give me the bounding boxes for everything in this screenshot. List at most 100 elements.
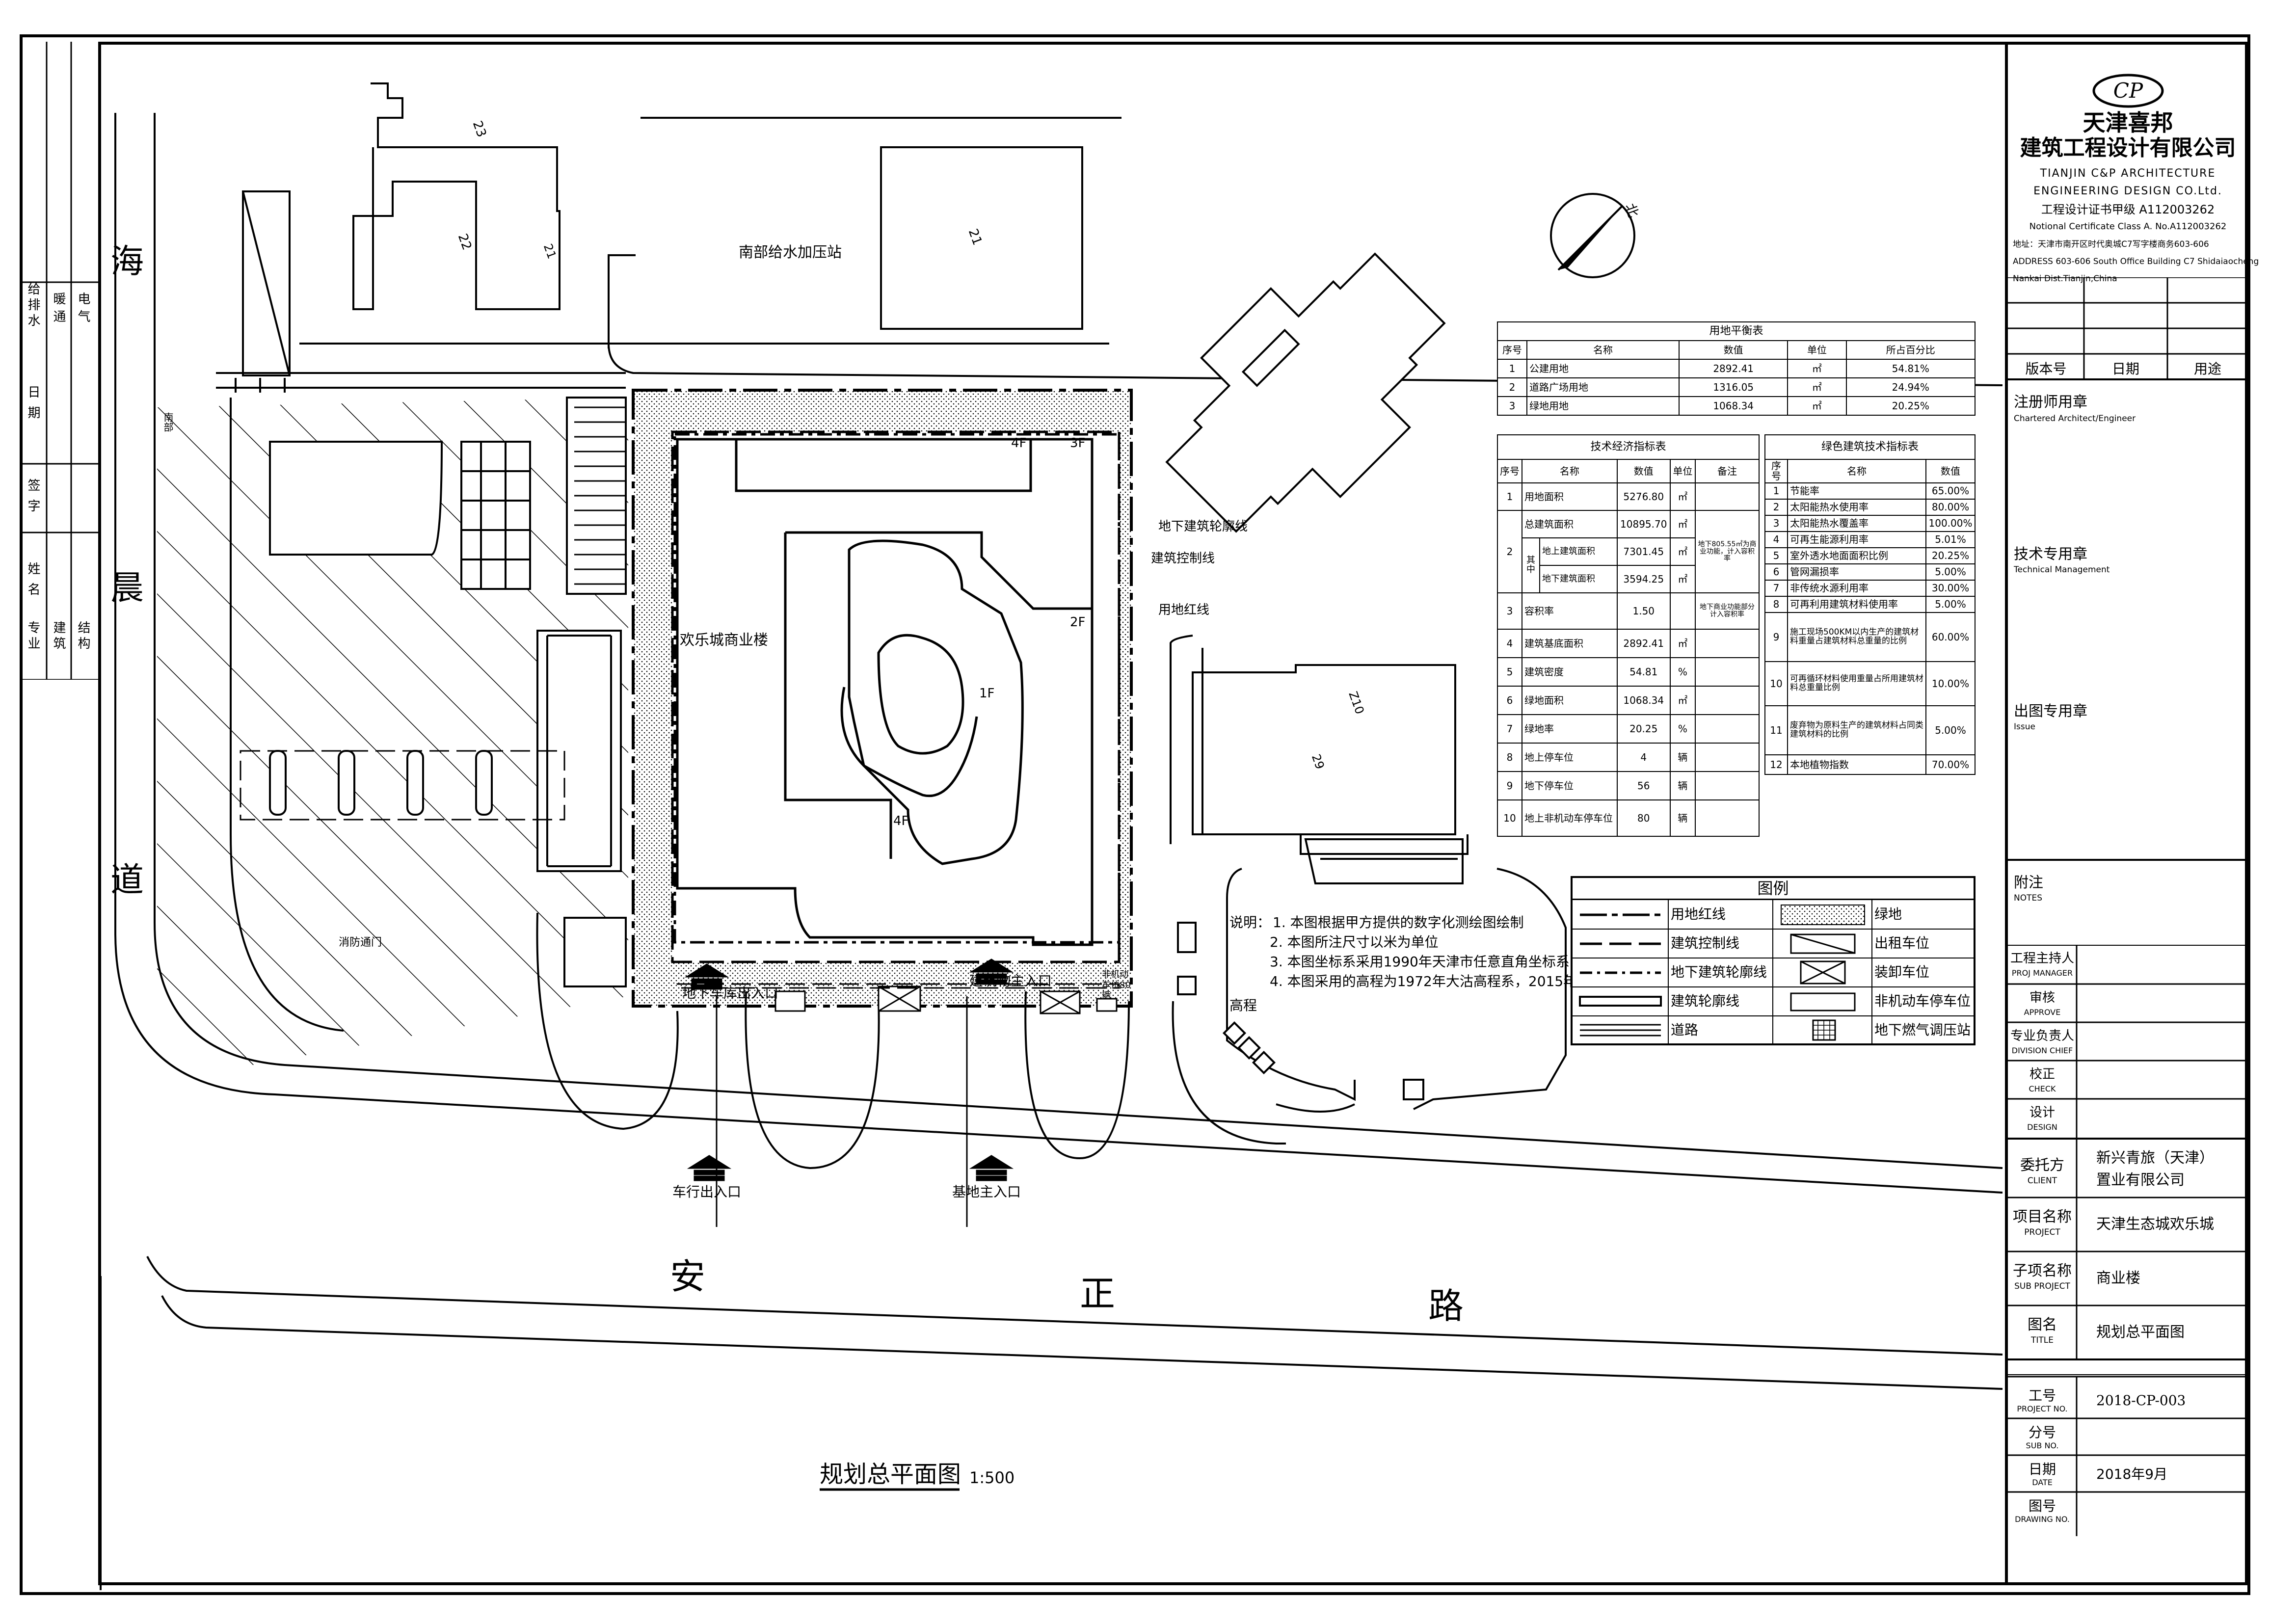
notes-cn: 附注: [2014, 874, 2043, 891]
cell: 1: [1497, 359, 1527, 378]
client-label-en: CLIENT: [2027, 1176, 2057, 1186]
road-west-char-2: 晨: [110, 569, 144, 608]
notes-cell: 附注 NOTES: [2008, 859, 2248, 944]
cell: 9: [1497, 771, 1522, 800]
cell: 1068.34: [1616, 686, 1671, 715]
cert-cn: 工程设计证书甲级 A112003262: [2041, 203, 2215, 216]
cell: 9: [1764, 612, 1788, 662]
trade-plumbing: 给排水: [26, 282, 40, 329]
stamp-area: 注册师用章 Chartered Architect/Engineer 技术专用章…: [2008, 380, 2248, 901]
stamp-technical: 技术专用章: [2014, 546, 2087, 563]
land-h-name: 名称: [1526, 340, 1680, 360]
subproject-name: 商业楼: [2096, 1270, 2140, 1287]
cell: [1695, 657, 1760, 687]
tech-h-unit: 单位: [1669, 459, 1696, 483]
cell: 2: [1497, 377, 1527, 397]
cell: 5: [1497, 657, 1522, 687]
cell: 辆: [1669, 771, 1696, 800]
cell: 废弃物为原料生产的建筑材料占同类建筑材料的比例: [1787, 705, 1926, 755]
cell: ㎡: [1787, 359, 1847, 378]
project-label: 项目名称: [2013, 1208, 2072, 1225]
legend: 图例 用地红线 建筑控制线 地下建筑轮廓线 建筑轮廓线 道路 绿地 出租车位 装…: [1571, 876, 1976, 1045]
notes-title: 说明：: [1229, 914, 1271, 931]
cell: 65.00%: [1925, 482, 1976, 500]
cell: 6: [1497, 686, 1522, 715]
note-4: 4. 本图采用的高程为1972年大沽高程系，2015年: [1270, 973, 1577, 989]
cell: 辆: [1669, 799, 1696, 837]
cell: 可再生能源利用率: [1787, 531, 1926, 548]
legend-taxi: 出租车位: [1874, 935, 1930, 951]
subproject-label-en: SUB PROJECT: [2014, 1281, 2070, 1291]
address-en-2: Nankai Dist.Tianjin,China: [2013, 274, 2117, 284]
subno-label: 分号: [2028, 1424, 2056, 1440]
address-cn: 地址：天津市南开区时代奥城C7写字楼商务603-606: [2013, 240, 2209, 249]
cell: 2892.41: [1679, 359, 1789, 378]
cell: 8: [1764, 596, 1788, 613]
stamp-registered-en: Chartered Architect/Engineer: [2014, 414, 2136, 424]
stamp-issue-en: Issue: [2014, 722, 2035, 732]
role-check-en: CHECK: [2029, 1084, 2056, 1093]
rev-purpose: 用途: [2193, 361, 2221, 377]
sig-name: 姓名: [26, 562, 40, 603]
entry-arrows: [684, 958, 1014, 1227]
role-approve: 审核: [2029, 990, 2055, 1005]
cell: 其中: [1522, 537, 1540, 593]
table-row: 其中 地上建筑面积 7301.45 ㎡: [1497, 537, 1759, 593]
cell: [1695, 482, 1760, 511]
cell: 3: [1497, 592, 1522, 630]
client-name-2: 置业有限公司: [2096, 1171, 2185, 1189]
cell: 5: [1764, 547, 1788, 564]
cell: [1695, 714, 1760, 744]
legend-road: 道路: [1671, 1022, 1699, 1038]
cell: 非传统水源利用率: [1787, 580, 1926, 597]
cell: 道路广场用地: [1526, 377, 1680, 397]
cell: ㎡: [1669, 537, 1696, 566]
drawing-title: 规划总平面图: [820, 1461, 961, 1488]
cell: 3594.25: [1616, 565, 1671, 593]
table-row: 2 总建筑面积 10895.70 ㎡ 地下805.55㎡为商业功能，计入容积率: [1497, 510, 1760, 593]
left-signature-strip: 给排水 暖通 电气 日期 签字 姓名 专业 建筑 结构: [20, 42, 98, 680]
building-main-entry-label: 建筑物主入口: [969, 973, 1052, 989]
cell: 本地植物指数: [1787, 754, 1926, 775]
road-west-char-3: 道: [110, 861, 144, 900]
notes-en: NOTES: [2014, 893, 2043, 903]
cell: 5.00%: [1925, 705, 1976, 755]
legend-site-redline: 用地红线: [1671, 906, 1726, 922]
date-label: 日期: [2028, 1461, 2056, 1477]
cell: [1695, 771, 1760, 800]
cell: 20.25%: [1925, 547, 1976, 564]
road-south-char-3: 路: [1428, 1285, 1464, 1327]
cell: ㎡: [1787, 396, 1847, 416]
drawno-label-en: DRAWING NO.: [2015, 1515, 2070, 1524]
land-h-pct: 所占百分比: [1845, 340, 1976, 360]
title-label: 图名: [2028, 1316, 2057, 1333]
note-1: 1. 本图根据甲方提供的数字化测绘图绘制: [1273, 914, 1524, 931]
cell: 太阳能热水使用率: [1787, 499, 1926, 516]
drawing-scale: 1:500: [969, 1468, 1015, 1487]
discipline-label: 专业: [26, 621, 40, 652]
cell: 1: [1497, 482, 1522, 511]
cell: 1: [1764, 482, 1788, 500]
project-name: 天津生态城欢乐城: [2096, 1216, 2214, 1233]
cell: 2892.41: [1616, 629, 1671, 658]
cell: 太阳能热水覆盖率: [1787, 515, 1926, 532]
cell: 室外透水地面面积比例: [1787, 547, 1926, 564]
cell: ㎡: [1669, 629, 1696, 658]
cell: 容积率: [1522, 592, 1618, 630]
discipline-arch: 建筑: [51, 621, 66, 652]
cell: 建筑密度: [1522, 657, 1618, 687]
underground-outline: [673, 433, 1121, 944]
